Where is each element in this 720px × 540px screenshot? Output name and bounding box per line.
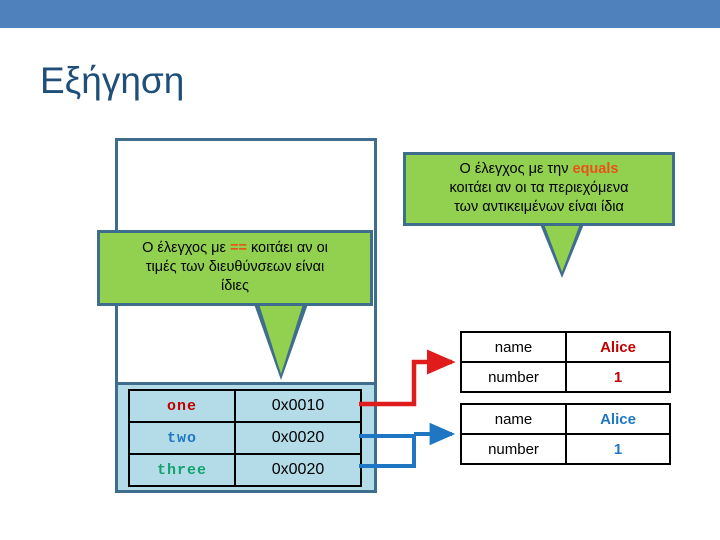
heap1-field-value-number: 1 — [565, 361, 671, 393]
table-row: name Alice — [460, 331, 671, 363]
table-row: two 0x0020 — [128, 421, 362, 455]
equalsequals-callout: Ο έλεγχος με == κοιτάει αν οι τιμές των … — [97, 230, 373, 306]
equals-keyword: equals — [572, 161, 619, 177]
heap2-field-value-name: Alice — [565, 403, 671, 435]
equalsequals-callout-tail — [254, 304, 308, 380]
heap1-field-key-name: name — [460, 331, 567, 363]
stack-var-address-two: 0x0020 — [234, 421, 362, 455]
slide-top-accent-bar — [0, 0, 720, 28]
table-row: number 1 — [460, 361, 671, 393]
heap-object-table-2: name Alice number 1 — [460, 403, 671, 465]
equals-callout-tail — [540, 224, 584, 278]
page-title: Εξήγηση — [40, 60, 185, 101]
table-row: number 1 — [460, 433, 671, 465]
equals-callout: Ο έλεγχος με την equals κοιτάει αν οι τα… — [403, 152, 675, 226]
stack-var-address-three: 0x0020 — [234, 453, 362, 487]
stack-var-address-one: 0x0010 — [234, 389, 362, 423]
heap-object-table-1: name Alice number 1 — [460, 331, 671, 393]
stack-var-name-three: three — [128, 453, 236, 487]
table-row: name Alice — [460, 403, 671, 435]
equals-callout-line3: των αντικειμένων είναι ίδια — [454, 199, 624, 215]
eqeq-callout-line1-after: κοιτάει αν οι — [246, 240, 328, 256]
eqeq-callout-line3: ίδιες — [221, 278, 249, 294]
equals-callout-line2: κοιτάει αν οι τα περιεχόμενα — [449, 180, 629, 196]
heap2-field-value-number: 1 — [565, 433, 671, 465]
heap2-field-key-name: name — [460, 403, 567, 435]
stack-var-name-two: two — [128, 421, 236, 455]
heap1-field-value-name: Alice — [565, 331, 671, 363]
equalsequals-operator: == — [229, 240, 247, 256]
table-row: three 0x0020 — [128, 453, 362, 487]
stack-var-name-one: one — [128, 389, 236, 423]
table-row: one 0x0010 — [128, 389, 362, 423]
equals-callout-line1-before: Ο έλεγχος με την — [459, 161, 573, 177]
heap1-field-key-number: number — [460, 361, 567, 393]
eqeq-callout-line2: τιμές των διευθύνσεων είναι — [145, 259, 325, 275]
stack-variable-table: one 0x0010 two 0x0020 three 0x0020 — [128, 389, 362, 487]
heap2-field-key-number: number — [460, 433, 567, 465]
eqeq-callout-line1-before: Ο έλεγχος με — [142, 240, 230, 256]
